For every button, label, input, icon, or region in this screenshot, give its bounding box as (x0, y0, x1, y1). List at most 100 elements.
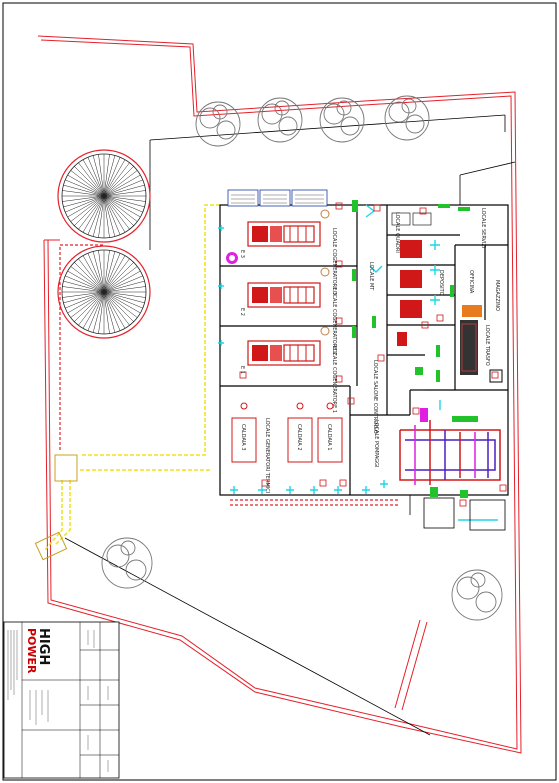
tree (319, 97, 365, 143)
tank-spoke (65, 275, 105, 293)
tank-spoke (103, 251, 116, 293)
cyan-markers (218, 204, 498, 521)
cogenerator-2 (247, 267, 330, 308)
tank-spoke (70, 291, 105, 318)
tank-spoke (103, 195, 116, 237)
tank-spoke (65, 179, 105, 197)
tank-spoke (78, 162, 105, 197)
tank-spoke (103, 184, 145, 197)
tank-spoke (63, 195, 105, 208)
valve-box (54, 454, 78, 482)
workshop-equipment (460, 305, 503, 383)
room-label-controllo: LOCALE SALONE CONTROLLO (372, 360, 378, 434)
tank-spoke (67, 270, 105, 293)
tank-spoke (103, 258, 130, 293)
tank-spoke (103, 195, 126, 233)
tank-spoke (65, 195, 105, 213)
tank-spoke (103, 291, 116, 333)
tank-spoke (62, 195, 105, 202)
label-box-lines (231, 194, 324, 204)
tank-spoke (92, 195, 105, 237)
tank-spoke (103, 291, 126, 329)
trees (101, 95, 503, 621)
cogen-tag-1: E 1 (239, 366, 245, 374)
tree (451, 569, 503, 621)
tank-spoke (103, 195, 146, 202)
tank-spoke (103, 170, 138, 197)
boilers (231, 402, 343, 463)
tank-spoke (103, 280, 145, 293)
tank-spoke (103, 266, 138, 293)
tank-spoke (74, 262, 105, 293)
cogenerator-1 (247, 326, 330, 366)
tank-spoke (92, 251, 105, 293)
tank-spoke (103, 190, 146, 197)
cogen-tag-2: E 2 (239, 308, 245, 316)
tree (101, 537, 153, 589)
room-label-cogen2: LOCALE COGENERATORE 2 (331, 288, 337, 355)
room-label-magazzino: MAGAZZINO (494, 280, 500, 311)
tank-spoke (62, 291, 105, 298)
tank-spoke (62, 190, 105, 197)
tank-spoke (103, 291, 110, 334)
room-label-pompaggi: LOCALE POMPAGGI (373, 420, 379, 468)
tank-spoke (87, 253, 105, 293)
tank-spoke (103, 291, 134, 322)
tag-markers (239, 202, 507, 507)
room-labels: LOCALE COGENERATORE 3 LOCALE COGENERATOR… (239, 208, 500, 493)
tank-spoke (103, 275, 143, 293)
tank-spoke (103, 195, 121, 235)
tank-spoke (103, 291, 145, 304)
room-label-caldaie: LOCALE GENERATORI TERMICI (264, 418, 270, 493)
tank-spoke (103, 255, 126, 293)
main-building (219, 204, 509, 496)
red-pipe-run (59, 244, 400, 506)
room-label-officina: OFFICINA (468, 270, 474, 294)
tank-spoke (63, 280, 105, 293)
tank-spoke (103, 291, 121, 331)
tank-spoke (98, 250, 105, 293)
room-label-servizi: LOCALE SERVIZI (480, 208, 486, 248)
tank-spoke (103, 174, 141, 197)
room-label-mt: LOCALE MT (368, 262, 374, 291)
tank-spoke (103, 291, 146, 298)
tank-spoke (103, 195, 110, 238)
tank-spoke (103, 162, 130, 197)
tank-spoke (103, 253, 121, 293)
tank-spoke (103, 195, 138, 222)
tank-spoke (103, 250, 110, 293)
boiler-label-3: CALDAIA 3 (240, 424, 246, 451)
green-markers (352, 200, 470, 498)
tank-spoke (65, 291, 105, 309)
storage-tank-bottom (57, 245, 151, 339)
room-label-deposito: DEPOSITO (438, 270, 444, 296)
tank-spoke (63, 291, 105, 304)
tank-spoke (78, 258, 105, 293)
tank-spoke (62, 286, 105, 293)
tank-spoke (74, 195, 105, 226)
tank-spoke (74, 166, 105, 197)
boiler-label-2: CALDAIA 2 (296, 424, 302, 451)
logo-text-power: POWER (25, 628, 38, 674)
electrical-panels (391, 212, 432, 346)
tank-spoke (78, 291, 105, 326)
logo-text-high: HIGH (36, 628, 51, 665)
room-label-cogen3: LOCALE COGENERATORE 3 (331, 228, 337, 295)
tank-spoke (103, 195, 130, 230)
tank-spoke (67, 174, 105, 197)
tank-spoke (70, 266, 105, 293)
tank-spoke (103, 159, 126, 197)
yellow-pipes (44, 204, 220, 551)
tank-spoke (103, 195, 143, 213)
tank-spoke (74, 291, 105, 322)
pump-room-piping (399, 408, 501, 485)
title-block: HIGH POWER (3, 621, 120, 779)
tank-spoke (103, 291, 143, 309)
room-label-cogen1: LOCALE COGENERATORE 1 (331, 346, 337, 413)
tank-spoke (103, 157, 121, 197)
boiler-label-1: CALDAIA 1 (326, 424, 332, 451)
tank-spoke (82, 195, 105, 233)
cogen-tag-3: E 3 (239, 250, 245, 258)
tank-spoke (103, 179, 143, 197)
